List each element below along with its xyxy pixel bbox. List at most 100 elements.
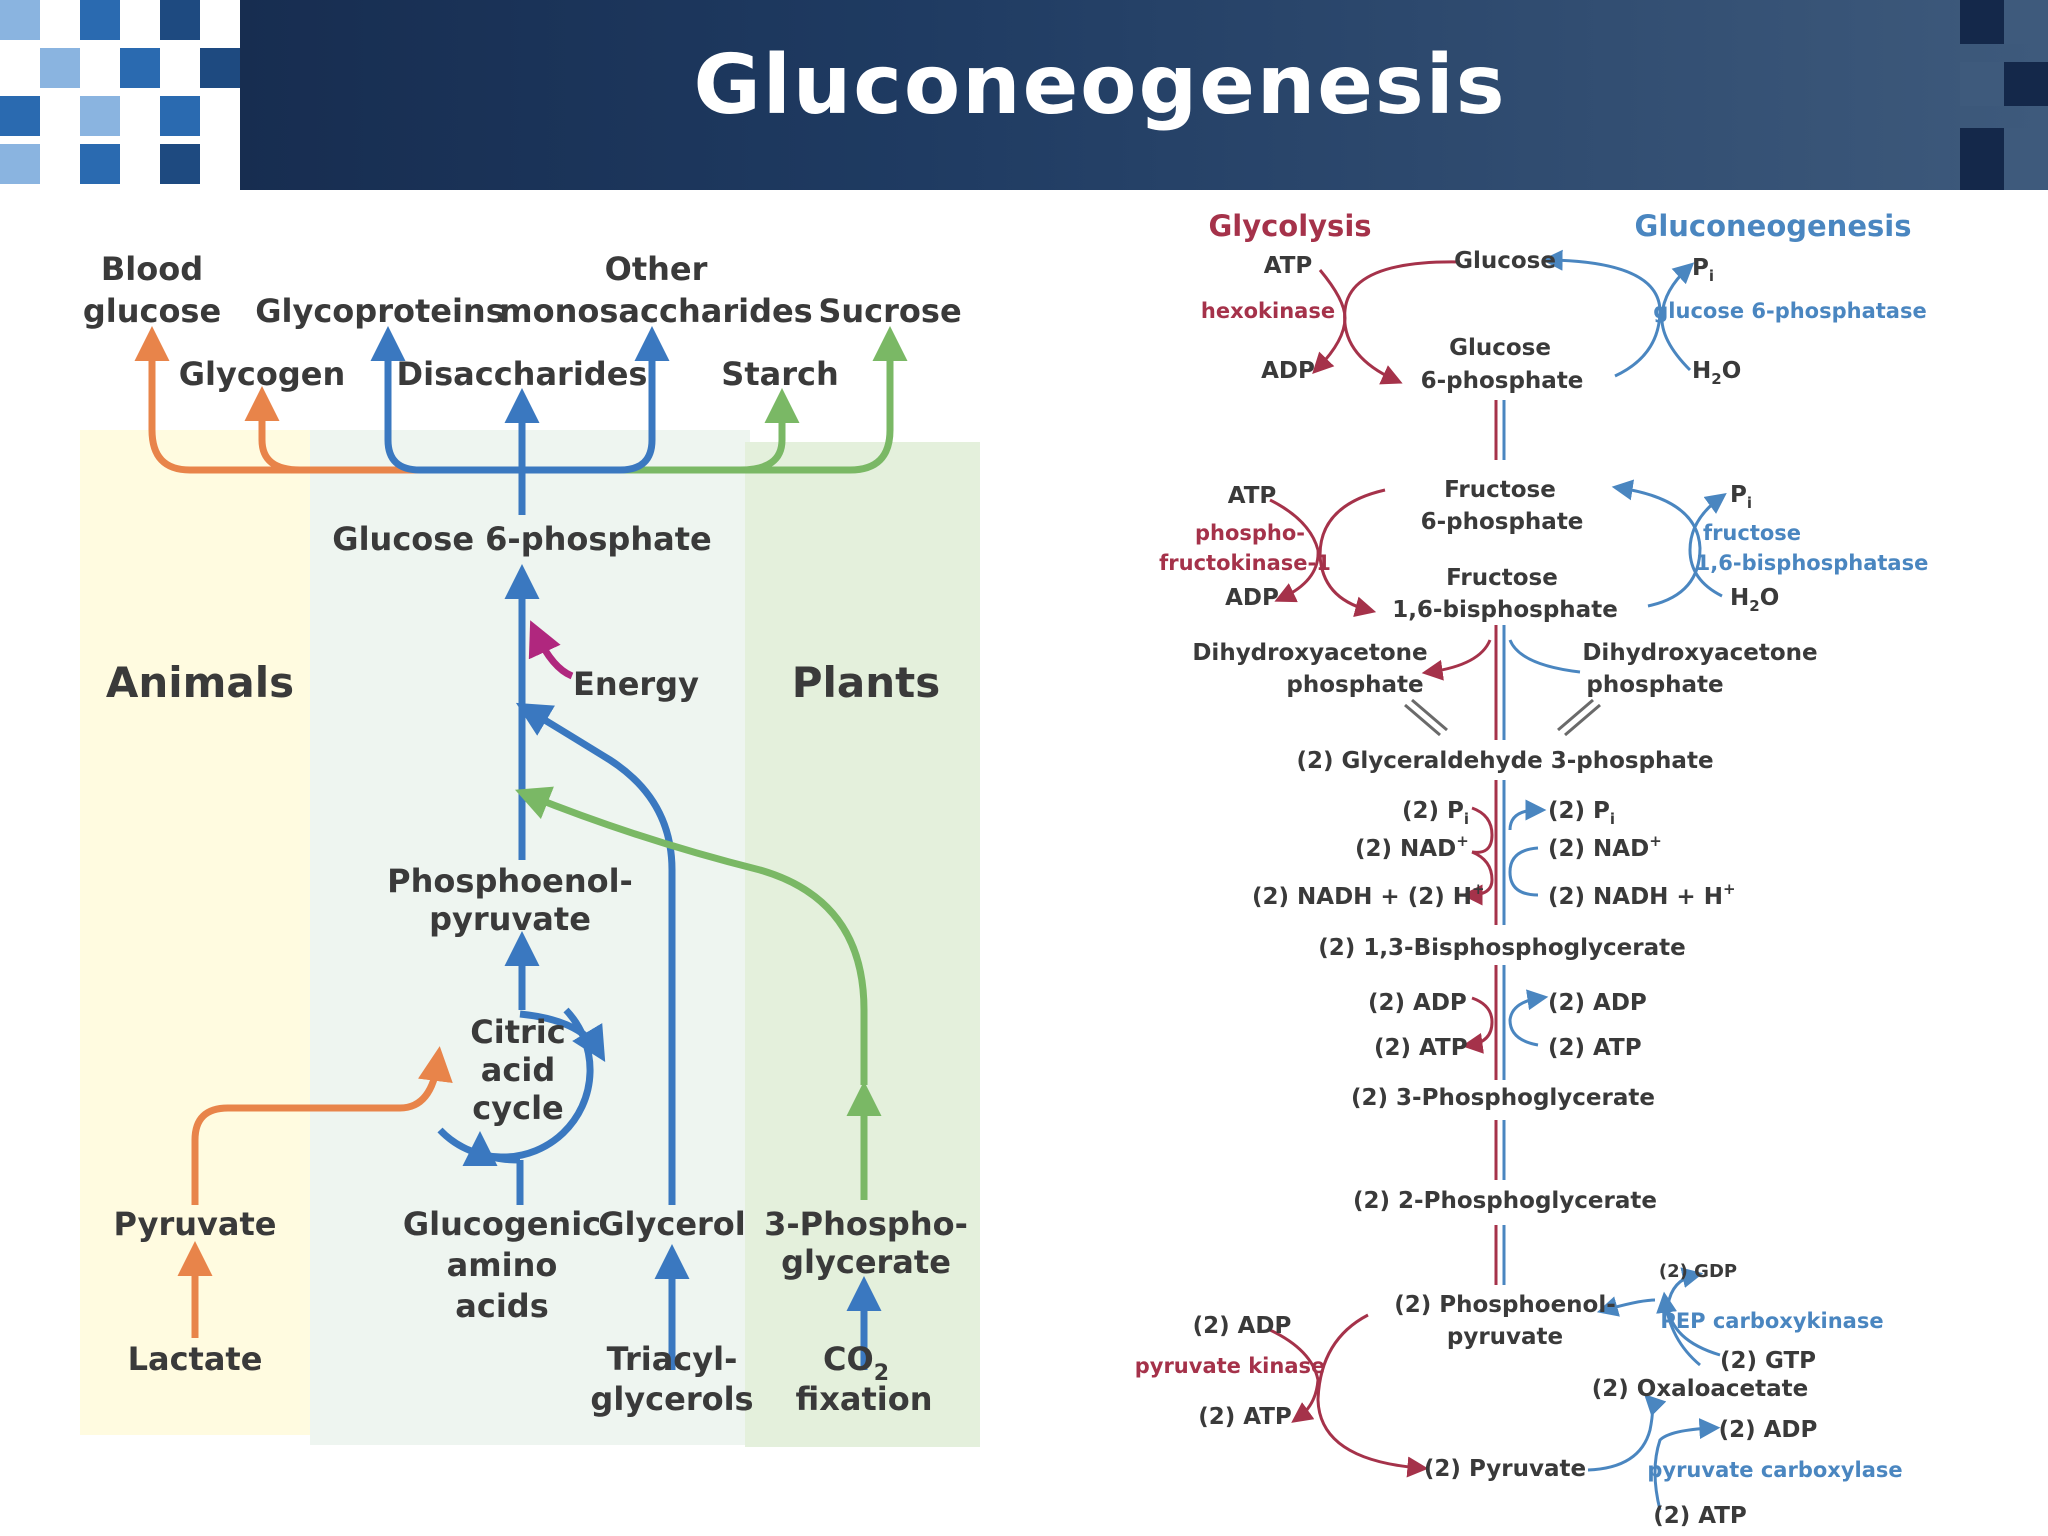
- cycle-arrow-bottom: [462, 1131, 521, 1167]
- label-other-monosaccharides-1: Other: [605, 250, 708, 288]
- pepck-arrow: [1656, 1291, 1701, 1367]
- dhap-left-arrow: [1421, 639, 1492, 681]
- label-g6pase: glucose 6-phosphatase: [1653, 299, 1926, 323]
- gapdh-right-2: [1508, 846, 1539, 897]
- arrow-to-starch: [739, 388, 800, 474]
- label-fbpase-1: fructose: [1703, 521, 1801, 545]
- label-sucrose: Sucrose: [818, 292, 961, 330]
- arrow-to-glycogen: [244, 386, 301, 474]
- label-f16bp-2: 1,6-bisphosphate: [1392, 597, 1618, 623]
- label-atp-pfk: ATP: [1228, 483, 1277, 509]
- label-animals: Animals: [106, 658, 294, 707]
- arrow-to-blood-glucose: [134, 326, 520, 474]
- arrow-to-sucrose: [520, 326, 908, 474]
- label-hexokinase: hexokinase: [1201, 299, 1335, 323]
- label-pyruvate: Pyruvate: [114, 1205, 277, 1243]
- label-glucogenic-3: acids: [455, 1287, 548, 1325]
- label-atp-hex: ATP: [1264, 253, 1313, 279]
- gapdh-left-1: [1471, 806, 1494, 854]
- label-pfk-1: phospho-: [1195, 521, 1305, 545]
- label-nad-right: (2) NAD+: [1548, 832, 1662, 862]
- label-starch: Starch: [721, 355, 838, 393]
- label-glucose-6-phosphate: Glucose 6-phosphate: [332, 520, 711, 558]
- pgk-left: [1461, 996, 1494, 1054]
- label-glycogen: Glycogen: [179, 355, 345, 393]
- label-fructose-6p-2: 6-phosphate: [1421, 509, 1584, 535]
- label-3-phospho-1: 3-Phospho-: [764, 1205, 968, 1243]
- logo-squares: [0, 0, 240, 190]
- label-energy: Energy: [573, 665, 699, 703]
- label-citric-2: acid: [481, 1051, 555, 1089]
- label-triacyl-2: glycerols: [590, 1380, 753, 1418]
- g6pase-arrow: [1541, 249, 1662, 378]
- label-nadh-right: (2) NADH + H+: [1548, 880, 1736, 910]
- label-dhap-right-2: phosphate: [1586, 672, 1723, 698]
- label-pfk-2: fructokinase-1: [1159, 551, 1331, 575]
- label-adp2-pk: (2) ADP: [1193, 1313, 1292, 1339]
- label-citric-1: Citric: [470, 1013, 565, 1051]
- g6pase-cofactor-arrow: [1660, 262, 1695, 372]
- label-plants: Plants: [792, 658, 941, 707]
- label-co2: CO2: [823, 1340, 889, 1386]
- label-h2o-g6pase: H2O: [1692, 358, 1741, 388]
- label-gdp2: (2) GDP: [1659, 1261, 1737, 1282]
- label-citric-3: cycle: [472, 1089, 563, 1127]
- gapdh-right-1: [1508, 799, 1547, 831]
- label-pi-left: (2) Pi: [1402, 798, 1469, 828]
- label-glycoproteins: Glycoproteins: [255, 292, 505, 330]
- label-h2o-fbpase: H2O: [1730, 585, 1779, 615]
- slide-title: Gluconeogenesis: [693, 38, 1507, 133]
- label-gtp2: (2) GTP: [1720, 1348, 1816, 1374]
- fbpase-cofactor-arrow: [1688, 493, 1727, 598]
- label-blood-glucose-1: Blood: [101, 250, 203, 288]
- label-pyruvate2: (2) Pyruvate: [1424, 1456, 1586, 1482]
- decor-squares: [1960, 0, 2048, 190]
- pc-cofactor-arrow: [1653, 1418, 1721, 1511]
- label-pi-g6pase: Pi: [1692, 255, 1714, 285]
- arrow-to-other-monosaccharides: [522, 326, 670, 474]
- label-pep-1: Phosphoenol-: [387, 862, 633, 900]
- gapdh-left-2: [1461, 850, 1494, 906]
- pgk-right: [1508, 989, 1549, 1047]
- label-pi-fbpase: Pi: [1730, 482, 1752, 512]
- pepck-cofactor-arrow: [1666, 1267, 1721, 1357]
- label-glucogenic-2: amino: [447, 1246, 558, 1284]
- label-glucose: Glucose: [1454, 248, 1556, 274]
- label-3-phospho-2: glycerate: [781, 1243, 951, 1281]
- hexokinase-cofactor-arrow: [1312, 269, 1347, 375]
- label-nadh-left: (2) NADH + (2) H+: [1252, 880, 1485, 910]
- label-atp2-pk: (2) ATP: [1198, 1404, 1292, 1430]
- dhap-equil-right: [1564, 703, 1601, 737]
- energy-arrow: [528, 620, 574, 680]
- label-adp2-left: (2) ADP: [1368, 990, 1467, 1016]
- title-banner: [0, 0, 2048, 190]
- arrow-3pg-route: [515, 786, 868, 1085]
- right-panel: Glycolysis Gluconeogenesis Glucose ATP A…: [1135, 209, 1929, 1529]
- label-3pg: (2) 3-Phosphoglycerate: [1351, 1085, 1655, 1111]
- label-other-monosaccharides-2: monosaccharides: [499, 292, 812, 330]
- label-g3p: (2) Glyceraldehyde 3-phosphate: [1296, 748, 1713, 774]
- arrow-to-glycoproteins: [370, 326, 522, 474]
- left-panel: Blood glucose Glycogen Glycoproteins Dis…: [80, 250, 980, 1447]
- label-adp2-pc: (2) ADP: [1719, 1417, 1818, 1443]
- label-fructose-6p-1: Fructose: [1444, 477, 1556, 503]
- label-pep2-2: pyruvate: [1447, 1324, 1563, 1350]
- cycle-arrow-right: [519, 1010, 606, 1062]
- dhap-right-arrow: [1508, 639, 1581, 674]
- label-adp-hex: ADP: [1261, 358, 1315, 384]
- label-triacyl-1: Triacyl-: [607, 1340, 738, 1378]
- label-atp2-left: (2) ATP: [1374, 1035, 1468, 1061]
- fbpase-arrow: [1611, 479, 1702, 608]
- label-bpg: (2) 1,3-Bisphosphoglycerate: [1318, 935, 1685, 961]
- label-adp2-right: (2) ADP: [1548, 990, 1647, 1016]
- label-blood-glucose-2: glucose: [83, 292, 221, 330]
- label-glucose-6p-1: Glucose: [1449, 335, 1551, 361]
- label-disaccharides: Disaccharides: [397, 355, 648, 393]
- label-glucogenic-1: Glucogenic: [403, 1205, 601, 1243]
- label-atp2-right: (2) ATP: [1548, 1035, 1642, 1061]
- label-nad-left: (2) NAD+: [1355, 832, 1469, 862]
- label-pyruvate-carboxylase: pyruvate carboxylase: [1647, 1458, 1902, 1482]
- label-dhap-right-1: Dihydroxyacetone: [1582, 640, 1817, 666]
- label-2pg: (2) 2-Phosphoglycerate: [1353, 1188, 1657, 1214]
